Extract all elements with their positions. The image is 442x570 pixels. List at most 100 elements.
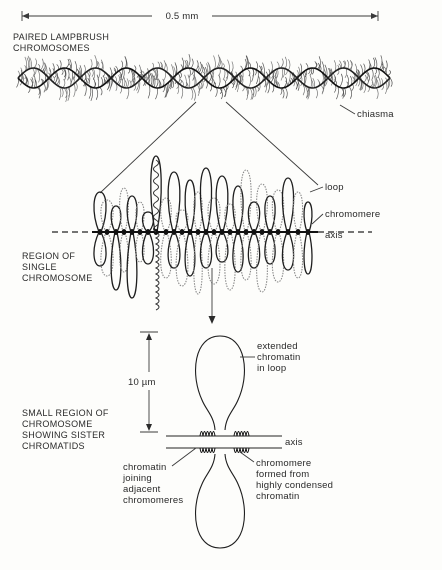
band-loop (354, 63, 358, 75)
band-loop (217, 56, 222, 69)
band-loop (321, 61, 325, 74)
band-loop (88, 86, 92, 99)
band-loop (372, 57, 376, 69)
band-loop (363, 83, 367, 94)
chromatin-joining-label-line4: chromomeres (123, 495, 183, 506)
band-loop (244, 55, 248, 70)
chromatin-joining-label-line1: chromatin (123, 462, 167, 473)
chromomere-dot (97, 229, 103, 235)
band-loop (280, 67, 284, 81)
band-loop (262, 62, 266, 77)
band-loop (155, 87, 158, 100)
band-loop (68, 63, 71, 70)
band-loop (33, 58, 37, 69)
loop-pointer (309, 186, 324, 193)
band-loop (163, 60, 166, 71)
chromatin-loop-lower (247, 231, 261, 269)
band-loop (41, 62, 46, 72)
band-loop (284, 87, 288, 99)
extended-loop-lower (195, 453, 245, 549)
band-loop (65, 87, 68, 99)
band-loop (366, 77, 369, 86)
chromomere-dot (275, 229, 281, 235)
band-loop (120, 77, 124, 88)
band-loop (372, 75, 376, 89)
band-loop (196, 84, 200, 96)
chromomere-dot (235, 229, 241, 235)
band-loop (40, 58, 44, 71)
chromomere-dot (267, 229, 273, 235)
chromatin-loop-upper (126, 195, 138, 233)
band-loop (241, 74, 244, 85)
chromomere-formed-pointer (239, 451, 255, 463)
band-loop (251, 87, 255, 100)
chromatin-loop-lower (93, 231, 107, 267)
band-loop (145, 68, 150, 83)
chromomere-pointer (311, 213, 324, 225)
band-loop (216, 54, 220, 69)
chromatin-loop-lower (256, 231, 268, 293)
band-loop (155, 67, 159, 81)
ten-micron-label: 10 µm (128, 377, 156, 388)
band-loop (280, 87, 283, 95)
chromatin-loop-lower (271, 231, 285, 283)
band-loop (349, 59, 353, 71)
band-loop (222, 69, 226, 81)
band-loop (222, 87, 227, 98)
band-loop (190, 58, 194, 69)
region-label-line1: REGION OF (22, 251, 75, 261)
chromomere-dot (104, 229, 110, 235)
band-loop (24, 74, 27, 86)
band-loop (339, 73, 343, 88)
band-loop (387, 69, 391, 76)
chromatin-loop-upper (240, 169, 252, 233)
band-loop (180, 85, 184, 99)
chromatin-loop-upper (232, 185, 244, 233)
band-loop (36, 87, 41, 95)
chromomere-dot (243, 229, 249, 235)
condensed-chromomere (233, 447, 250, 453)
band-loop (222, 63, 225, 69)
band-loop (309, 67, 313, 76)
chromatin-joining-label-line3: adjacent (123, 484, 161, 495)
axis-label-bottom: axis (285, 437, 303, 448)
chromatin-loop-lower (175, 231, 189, 287)
band-loop (56, 76, 60, 86)
band-loop (287, 71, 291, 86)
band-loop (96, 74, 100, 88)
band-loop (376, 87, 379, 100)
zoom-arrow (208, 268, 216, 324)
chromomere-dot (203, 229, 209, 235)
paired-chromosomes-label-line1: PAIRED LAMPBRUSH (13, 32, 109, 42)
band-loop (116, 74, 121, 85)
band-loop (304, 71, 307, 85)
chromatin-loop-lower (215, 231, 229, 263)
band-loop (280, 58, 284, 69)
chromatin-loop-lower (184, 231, 196, 277)
band-loop (248, 74, 252, 88)
chromomere-formed-label-line1: chromomere (256, 458, 311, 469)
band-loop (296, 78, 300, 91)
band-loop (344, 68, 348, 78)
band-loop (288, 59, 291, 71)
band-loop (230, 81, 234, 89)
chromatin-loop-upper (215, 175, 229, 233)
band-loop (152, 69, 156, 78)
band-loop (44, 63, 48, 76)
chromatin-loop-lower (126, 231, 138, 299)
band-loop (188, 67, 191, 79)
band-loop (330, 74, 334, 86)
band-loop (150, 73, 153, 86)
chromomere-dot (137, 229, 143, 235)
band-loop (123, 75, 126, 88)
band-loop (238, 72, 242, 85)
band-loop (153, 75, 156, 88)
axis-label-top: axis (325, 230, 343, 241)
chromomere-dot (113, 229, 119, 235)
band-loop (316, 62, 320, 70)
band-loop (198, 82, 201, 93)
band-loop (184, 74, 187, 88)
chromatin-loop-upper (93, 191, 107, 233)
chromomere-dot (251, 229, 257, 235)
